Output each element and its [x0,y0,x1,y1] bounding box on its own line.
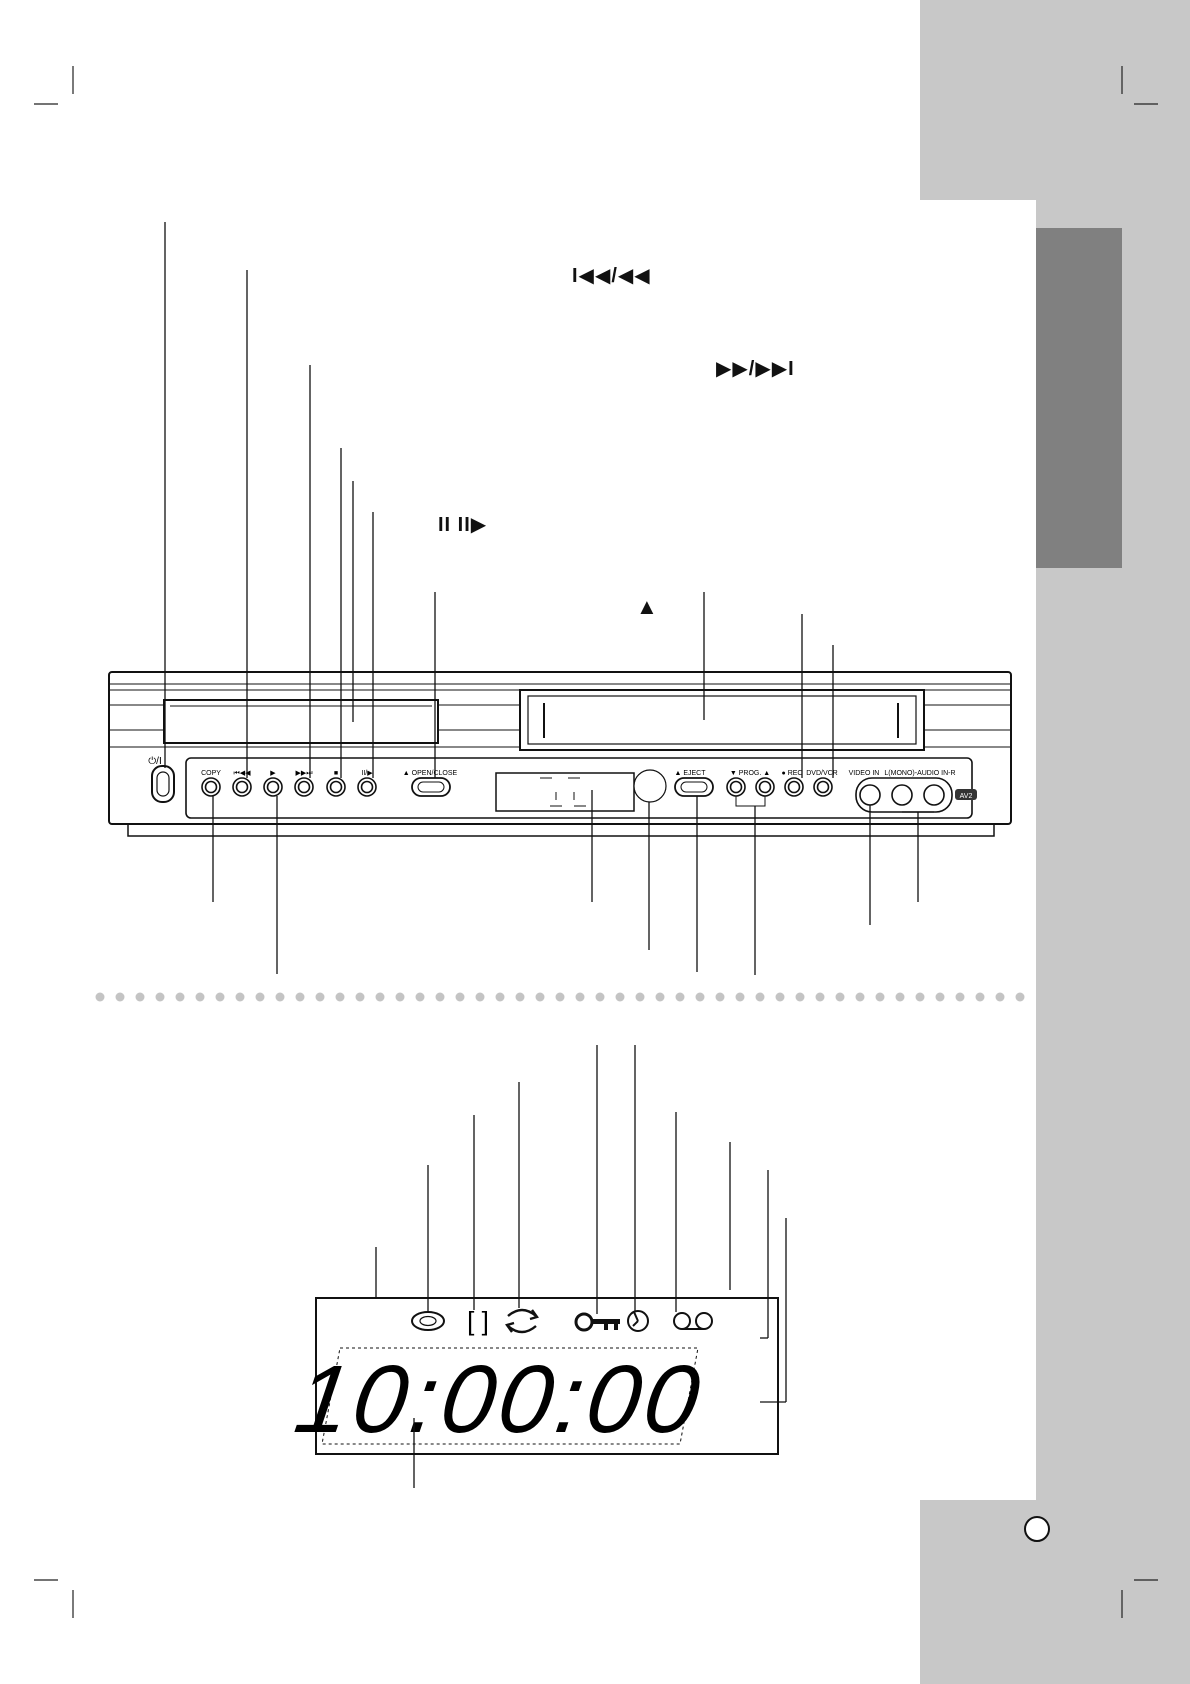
time-digits: 10:00:00 [289,1346,710,1452]
repeat-icon [505,1308,539,1334]
dotted-separator [95,992,1025,1002]
play-label: ▶ [270,770,276,777]
copy-button[interactable] [201,777,221,797]
top-callout-lines [164,222,834,778]
open-close-label: ▲ OPEN/CLOSE [403,770,458,777]
tape-icon [673,1312,713,1330]
open-close-button[interactable] [411,777,451,797]
skip-back-button[interactable] [232,777,252,797]
video-in-label: VIDEO IN [849,770,880,777]
stop-button[interactable] [326,777,346,797]
disc-icon [411,1311,445,1331]
rec-button[interactable] [784,777,804,797]
bottom-callout-lines [212,790,934,975]
skip-forward-label: ▶▶⏭ [295,770,313,777]
prog-down-button[interactable] [726,777,746,797]
page-margin-top [920,0,1190,200]
forward-symbol: ▶▶/▶▶I [716,358,795,380]
crop-marks [34,66,1158,1618]
dvd-tray[interactable] [163,699,439,744]
rec-label: ● REC [782,770,803,777]
play-button[interactable] [263,777,283,797]
eject-label: ▲ EJECT [674,770,706,777]
remote-sensor [633,769,667,803]
audio-right-jack[interactable] [923,784,945,806]
dvd-vcr-label: DVD/VCR [806,770,838,777]
video-in-jack[interactable] [859,784,881,806]
key-icon [574,1312,620,1332]
digit-area [321,1347,699,1445]
power-label: ⏻/I [148,756,161,767]
page-number-circle [1024,1516,1050,1542]
display-callout-lines [375,1045,787,1488]
audio-in-label: L(MONO)-AUDIO IN-R [884,770,955,777]
clock-icon [627,1310,649,1332]
page-margin-bottom [920,1500,1190,1684]
fluorescent-display [315,1297,779,1455]
prog-label: ▼ PROG. ▲ [730,770,770,777]
skip-forward-button[interactable] [294,777,314,797]
skip-back-label: ⏮◀◀ [233,770,251,777]
copy-label: COPY [201,770,221,777]
rewind-symbol: I◀◀/◀◀ [572,265,651,287]
pause-step-button[interactable] [357,777,377,797]
audio-left-jack[interactable] [891,784,913,806]
display-window [495,772,635,812]
eject-button[interactable] [674,777,714,797]
dvd-vcr-button[interactable] [813,777,833,797]
bracket-icon: [ ] [467,1306,489,1336]
pause-step-label: II/▶ [361,770,373,777]
av2-badge: AV2 [955,789,977,800]
eject-symbol: ▲ [636,594,659,619]
prog-up-button[interactable] [755,777,775,797]
stop-label: ■ [334,770,338,777]
power-button[interactable] [151,765,175,803]
vcr-cassette-slot[interactable] [519,689,925,751]
section-tab [1036,228,1122,568]
svg-text:AV2: AV2 [960,793,973,800]
pause-symbol: II II▶ [438,514,488,536]
